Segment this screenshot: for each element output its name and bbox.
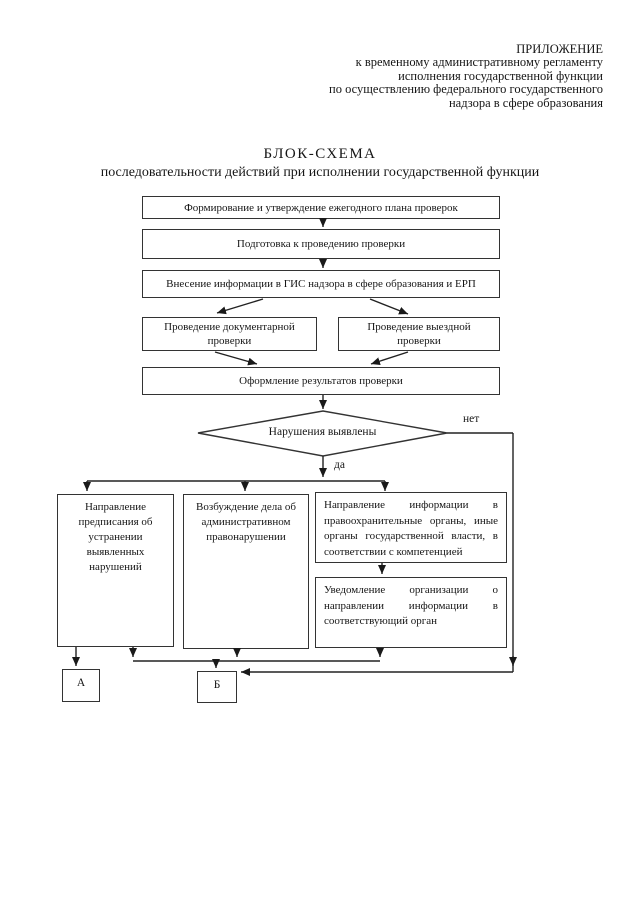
flow-box-order: Направление предписания об устранении вы… — [57, 494, 174, 647]
header-line: исполнения государственной функции — [398, 68, 603, 83]
header-line: ПРИЛОЖЕНИЕ — [516, 42, 603, 56]
title-block: БЛОК-СХЕМА последовательности действий п… — [0, 146, 640, 181]
connector-box-a: А — [62, 669, 100, 702]
flow-box-info-transfer: Направление информации в правоохранитель… — [315, 492, 507, 563]
flow-box-results: Оформление результатов проверки — [142, 367, 500, 395]
page-subtitle: последовательности действий при исполнен… — [100, 165, 540, 180]
decision-label: Нарушения выявлены — [268, 426, 377, 438]
flow-box-plan: Формирование и утверждение ежегодного пл… — [142, 196, 500, 219]
header-line: по осуществлению федерального государств… — [329, 82, 603, 97]
flow-box-documentary-check: Проведение документарной проверки — [142, 317, 317, 351]
flow-box-notification: Уведомление организации о направлении ин… — [315, 577, 507, 648]
flow-box-preparation: Подготовка к проведению проверки — [142, 229, 500, 259]
flow-box-field-check: Проведение выездной проверки — [338, 317, 500, 351]
label-no: нет — [463, 413, 480, 425]
flow-box-gis-entry: Внесение информации в ГИС надзора в сфер… — [142, 270, 500, 298]
page-title: БЛОК-СХЕМА — [263, 146, 377, 162]
document-header: ПРИЛОЖЕНИЕ к временному административном… — [183, 42, 603, 110]
flow-box-admin-case: Возбуждение дела об административном пра… — [183, 494, 309, 649]
label-yes: да — [334, 459, 345, 471]
header-line: надзора в сфере образования — [448, 95, 603, 110]
header-line: к временному административному регламент… — [355, 55, 603, 70]
connector-box-b: Б — [197, 671, 237, 703]
